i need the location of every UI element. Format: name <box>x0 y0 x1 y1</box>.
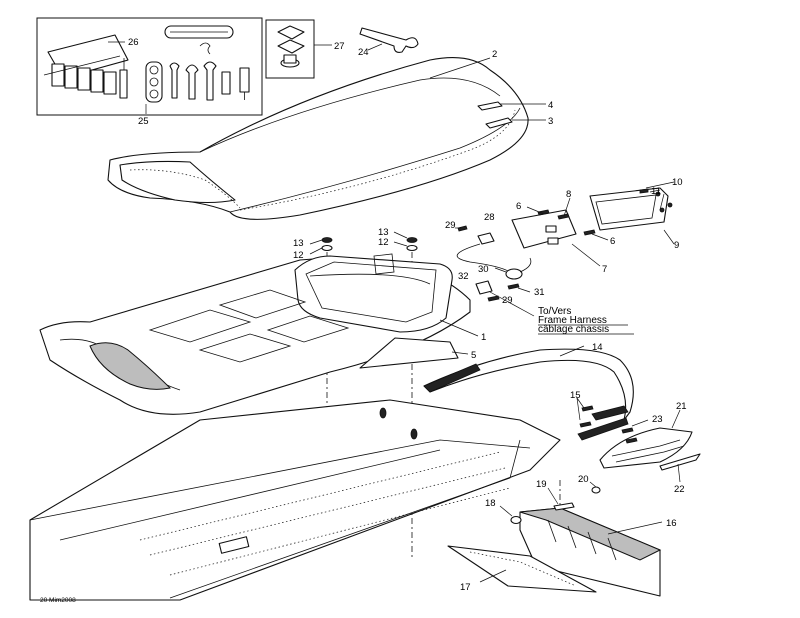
callout-11: 11 <box>651 186 661 197</box>
snow-flap <box>447 480 662 597</box>
callout-14: 14 <box>592 342 603 353</box>
note-line-1: To/Vers <box>538 306 571 317</box>
callout-22: 22 <box>674 484 685 495</box>
wiring-harness <box>456 225 535 317</box>
callout-29b: 29 <box>502 295 513 306</box>
callout-29a: 29 <box>445 220 456 231</box>
callout-13b: 13 <box>378 227 389 238</box>
callout-16: 16 <box>666 518 677 529</box>
callout-12a: 12 <box>293 250 304 261</box>
callout-32: 32 <box>458 271 469 282</box>
rear-bumper <box>423 348 634 441</box>
tail-light <box>511 187 673 249</box>
callout-17: 17 <box>460 582 471 593</box>
callout-27: 27 <box>334 41 345 52</box>
note-line-3: câblage chassis <box>538 324 609 335</box>
callout-19: 19 <box>536 479 547 490</box>
callout-28: 28 <box>484 212 495 223</box>
callout-31: 31 <box>534 287 545 298</box>
callout-15: 15 <box>570 390 581 401</box>
callout-30: 30 <box>478 264 489 275</box>
tunnel <box>29 399 561 601</box>
callout-9: 9 <box>674 240 679 251</box>
drawing-code: 20 Mim2008 <box>40 597 76 604</box>
callout-18: 18 <box>485 498 496 509</box>
callout-1: 1 <box>481 332 486 343</box>
callout-6b: 6 <box>610 236 615 247</box>
callout-10: 10 <box>672 177 683 188</box>
fuse-holder-icon <box>265 19 332 79</box>
callout-8: 8 <box>566 189 571 200</box>
callout-5: 5 <box>471 350 476 361</box>
note-line-2: Frame Harness <box>538 315 607 326</box>
callout-7: 7 <box>602 264 607 275</box>
callout-13a: 13 <box>293 238 304 249</box>
callout-24: 24 <box>358 47 369 58</box>
callout-2: 2 <box>492 49 497 60</box>
callout-23: 23 <box>652 414 663 425</box>
callout-12b: 12 <box>378 237 389 248</box>
callout-20: 20 <box>578 474 589 485</box>
callout-6a: 6 <box>516 201 521 212</box>
callout-3: 3 <box>548 116 553 127</box>
tool-kit-icon <box>36 17 263 116</box>
callout-25: 25 <box>138 116 149 127</box>
wrench-icon <box>359 27 419 53</box>
callout-26: 26 <box>128 37 139 48</box>
seat <box>107 57 529 220</box>
callout-4: 4 <box>548 100 553 111</box>
seat-base <box>39 253 471 415</box>
side-covers <box>599 427 701 471</box>
callout-21: 21 <box>676 401 687 412</box>
